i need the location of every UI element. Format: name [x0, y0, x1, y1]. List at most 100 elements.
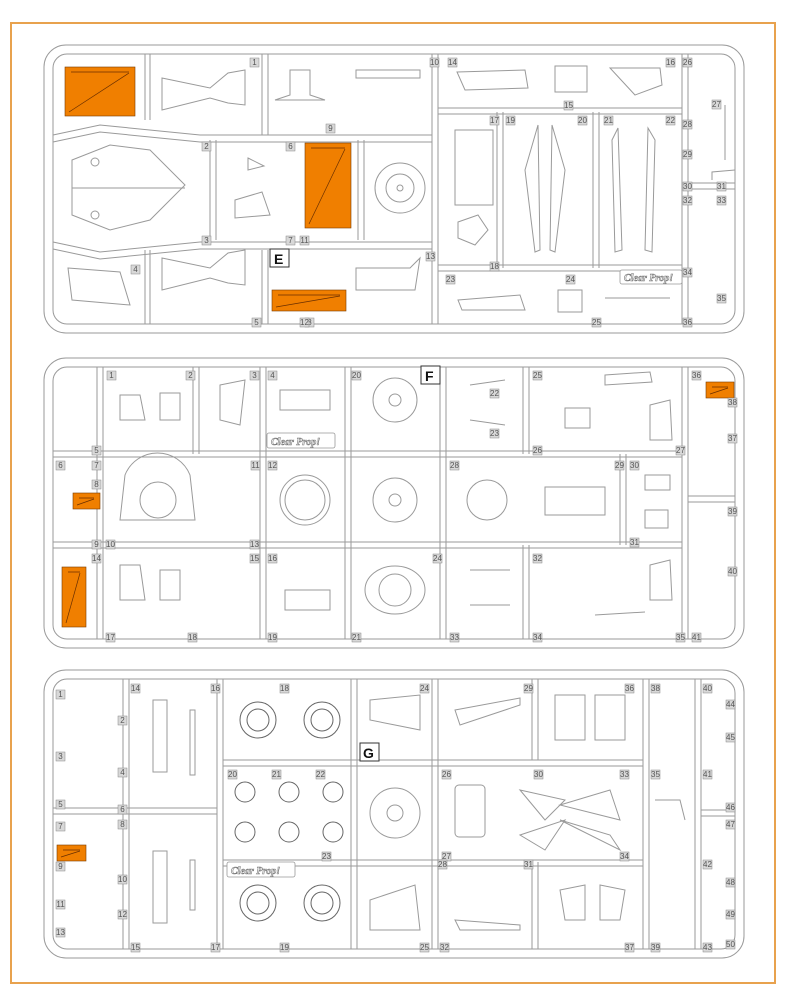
part-number-tag: 11	[299, 235, 310, 246]
part-number-tag: 37	[624, 942, 634, 953]
svg-text:34: 34	[533, 633, 542, 642]
part-number-tag: 38	[650, 683, 660, 694]
part-number-tag: 32	[532, 553, 542, 564]
svg-text:10: 10	[106, 540, 115, 549]
svg-text:6: 6	[288, 142, 293, 151]
svg-text:50: 50	[726, 940, 735, 949]
svg-text:22: 22	[316, 770, 325, 779]
part-number-tag: 12	[299, 317, 309, 328]
svg-text:19: 19	[268, 633, 277, 642]
part-number-tag: 28	[449, 460, 459, 471]
part-number-tag: 27	[675, 445, 685, 456]
svg-text:15: 15	[131, 943, 140, 952]
svg-text:47: 47	[726, 820, 735, 829]
part-number-tag: 10	[105, 539, 115, 550]
svg-text:3: 3	[204, 236, 209, 245]
part-number-tag: 13	[425, 251, 435, 262]
part-number-tag: 47	[725, 819, 735, 830]
part-number-tag: 21	[351, 632, 361, 643]
svg-text:1: 1	[109, 371, 114, 380]
part-number-tag: 16	[267, 553, 277, 564]
svg-text:20: 20	[228, 770, 237, 779]
part-number-tag: 25	[419, 942, 429, 953]
part-number-tag: 26	[682, 57, 692, 68]
part-number-tag: 39	[727, 506, 737, 517]
svg-text:19: 19	[506, 116, 515, 125]
part-number-tag: 33	[619, 769, 629, 780]
svg-text:21: 21	[604, 116, 613, 125]
svg-text:33: 33	[620, 770, 629, 779]
part-number-tag: 24	[432, 553, 442, 564]
part-number-tag: 11	[55, 899, 66, 910]
svg-text:28: 28	[683, 120, 692, 129]
part-number-tag: 32	[439, 942, 449, 953]
svg-text:19: 19	[280, 943, 289, 952]
part-number-tag: 24	[565, 274, 575, 285]
part-number-tag: 31	[523, 859, 533, 870]
highlighted-part-f4	[72, 492, 101, 510]
part-number-tag: 33	[449, 632, 459, 643]
part-number-tag: 2	[185, 370, 196, 381]
svg-text:35: 35	[717, 294, 726, 303]
svg-text:25: 25	[420, 943, 429, 952]
svg-text:30: 30	[683, 182, 692, 191]
part-number-tag: 13	[55, 927, 65, 938]
part-number-tag: 18	[489, 261, 499, 272]
part-number-tag: 24	[419, 683, 429, 694]
svg-text:44: 44	[726, 700, 735, 709]
part-number-tag: 5	[251, 317, 262, 328]
svg-text:16: 16	[268, 554, 277, 563]
highlighted-part-outline	[709, 386, 729, 395]
svg-text:1: 1	[252, 58, 257, 67]
svg-text:8: 8	[94, 480, 99, 489]
svg-text:15: 15	[250, 554, 259, 563]
svg-text:14: 14	[92, 554, 101, 563]
clear-prop-logo: Clear Prop!	[226, 861, 296, 878]
svg-text:13: 13	[56, 928, 65, 937]
svg-text:39: 39	[651, 943, 660, 952]
svg-text:3: 3	[252, 371, 257, 380]
part-number-tag: 20	[351, 370, 361, 381]
svg-text:31: 31	[524, 860, 533, 869]
svg-text:5: 5	[94, 446, 99, 455]
highlighted-part-outline	[76, 497, 95, 506]
part-number-tag: 50	[725, 939, 735, 950]
svg-text:21: 21	[352, 633, 361, 642]
svg-text:35: 35	[651, 770, 660, 779]
svg-text:9: 9	[94, 540, 99, 549]
part-number-tag: 9	[325, 123, 336, 134]
part-number-tag: 46	[725, 802, 735, 813]
highlighted-part-f6	[61, 566, 87, 628]
svg-text:Clear Prop!: Clear Prop!	[271, 437, 320, 448]
svg-text:12: 12	[118, 910, 127, 919]
part-number-tag: 10	[429, 57, 439, 68]
part-number-tag: 29	[523, 683, 533, 694]
svg-text:32: 32	[533, 554, 542, 563]
sprue-g-outer-frame	[43, 669, 745, 959]
svg-text:8: 8	[307, 318, 312, 327]
svg-text:28: 28	[450, 461, 459, 470]
part-number-tag: 25	[532, 370, 542, 381]
part-number-tag: 11	[250, 460, 261, 471]
part-number-tag: 21	[603, 115, 613, 126]
svg-text:33: 33	[450, 633, 459, 642]
part-number-tag: 23	[321, 851, 331, 862]
part-number-tag: 2	[201, 141, 212, 152]
part-number-tag: 19	[505, 115, 515, 126]
svg-text:14: 14	[131, 684, 140, 693]
part-number-tag: 15	[130, 942, 140, 953]
svg-text:31: 31	[717, 182, 726, 191]
part-number-tag: 17	[105, 632, 115, 643]
part-number-tag: 40	[702, 683, 712, 694]
svg-text:9: 9	[328, 124, 333, 133]
svg-text:11: 11	[300, 236, 309, 245]
part-number-tag: 28	[437, 859, 447, 870]
svg-text:5: 5	[58, 800, 63, 809]
svg-text:29: 29	[524, 684, 533, 693]
part-number-tag: 18	[279, 683, 289, 694]
svg-text:27: 27	[676, 446, 685, 455]
part-number-tag: 12	[267, 460, 277, 471]
part-number-tag: 38	[727, 397, 737, 408]
svg-text:39: 39	[728, 507, 737, 516]
